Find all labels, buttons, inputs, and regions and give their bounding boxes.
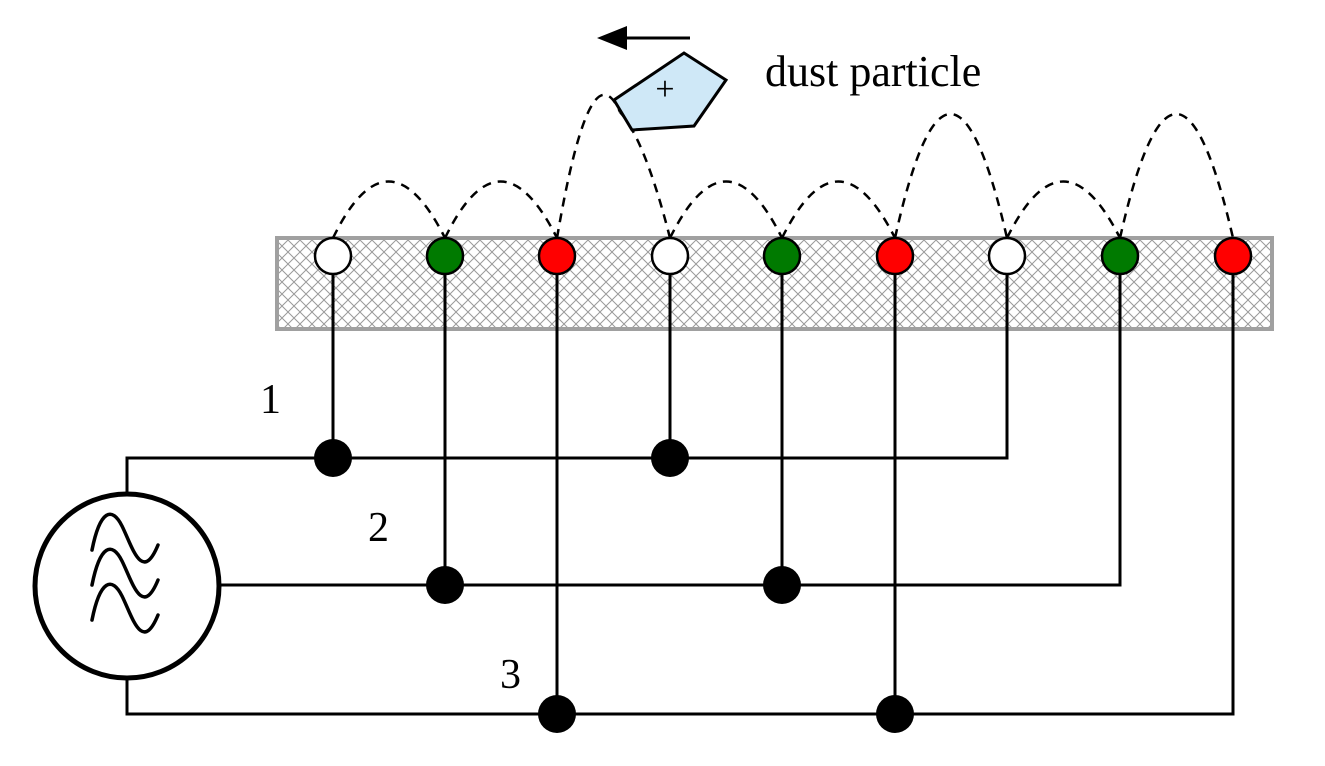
field-lines — [331, 93, 1235, 239]
junction-dot — [538, 695, 576, 733]
wiring — [125, 256, 1235, 716]
phase-1-label: 1 — [260, 377, 281, 423]
junction-dot — [426, 566, 464, 604]
phase-2-label: 2 — [368, 505, 389, 551]
particle-label: dust particle — [765, 47, 981, 96]
junction-dots — [314, 439, 914, 733]
phase-3-label: 3 — [500, 652, 521, 698]
electrode-phase-3 — [875, 236, 915, 276]
junction-dot — [314, 439, 352, 477]
electrode-phase-1 — [650, 236, 690, 276]
ac-source-icon — [32, 491, 222, 681]
arrow-left-icon — [597, 26, 690, 50]
electrode-phase-3 — [537, 236, 577, 276]
electrode-phase-1 — [987, 236, 1027, 276]
electrodes — [313, 236, 1253, 276]
junction-dot — [876, 695, 914, 733]
junction-dot — [651, 439, 689, 477]
electrode-phase-2 — [762, 236, 802, 276]
junction-dot — [763, 566, 801, 604]
electrode-phase-3 — [1213, 236, 1253, 276]
charge-sign: + — [655, 71, 674, 108]
dust-particle: + — [611, 51, 729, 132]
electrode-phase-1 — [313, 236, 353, 276]
electrode-phase-2 — [425, 236, 465, 276]
electrode-phase-2 — [1100, 236, 1140, 276]
